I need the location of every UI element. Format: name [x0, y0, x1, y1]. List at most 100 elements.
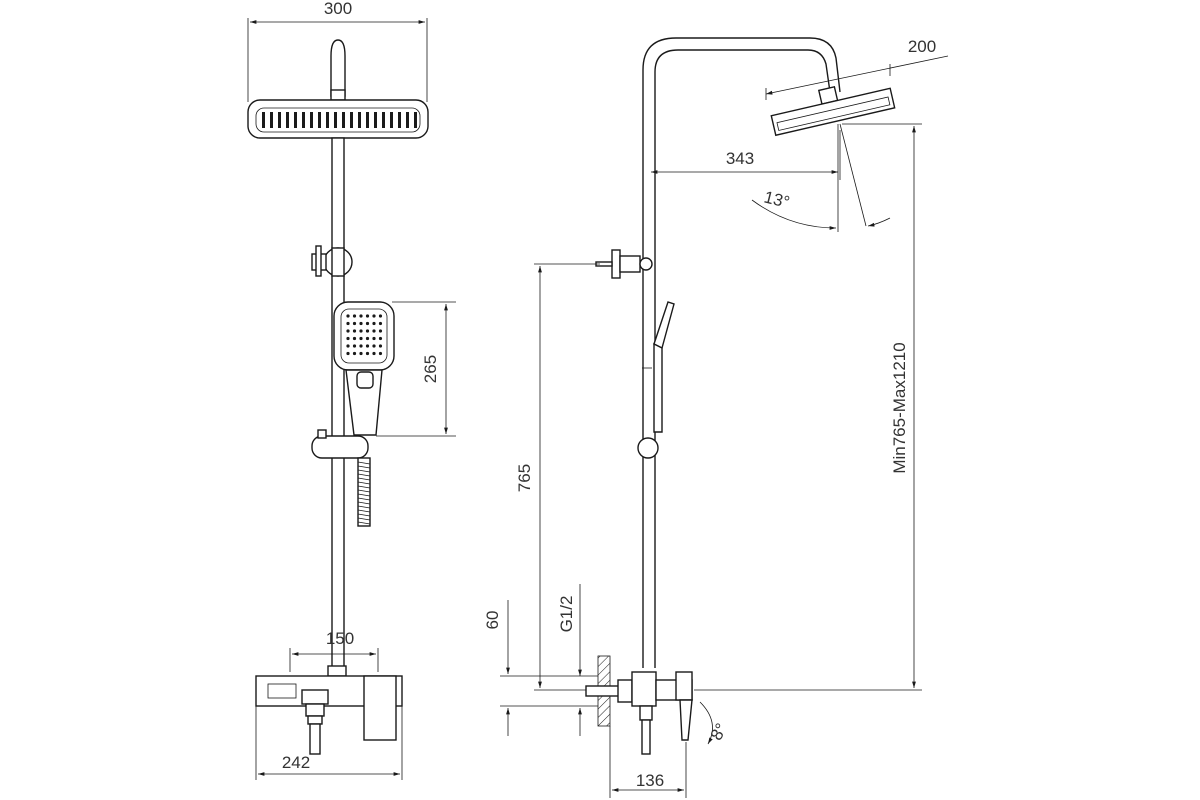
- nozzle: [310, 112, 313, 128]
- front-hand-shower: [333, 301, 395, 436]
- nozzle: [398, 112, 401, 128]
- front-diverter: [311, 245, 353, 277]
- hand-nozzle: [372, 351, 376, 356]
- hand-nozzle: [365, 314, 370, 318]
- side-riser-arch: [642, 37, 841, 668]
- hose-ring: [357, 505, 371, 509]
- hose-ring: [357, 481, 371, 485]
- hose-ring: [357, 477, 371, 481]
- label-mixer-width: 242: [282, 753, 310, 772]
- hand-shower-nozzles: [346, 314, 383, 356]
- nozzle: [262, 112, 265, 128]
- nozzle: [302, 112, 305, 128]
- label-overhead-width: 300: [324, 0, 352, 18]
- hand-nozzle: [365, 329, 370, 333]
- hand-nozzle: [365, 336, 370, 341]
- hand-nozzle: [352, 321, 357, 326]
- hose-ring: [357, 489, 371, 493]
- front-riser-top: [330, 39, 346, 97]
- nozzle: [318, 112, 321, 128]
- nozzle: [294, 112, 297, 128]
- hand-nozzle: [378, 314, 383, 318]
- hand-nozzle: [352, 336, 357, 341]
- dim-hand-shower-height: 265: [376, 301, 456, 437]
- hand-nozzle: [359, 314, 363, 318]
- hand-nozzle: [365, 351, 370, 356]
- front-mixer: [255, 665, 403, 755]
- hose-ring: [357, 473, 371, 477]
- hand-nozzle: [365, 344, 370, 348]
- hose-ring: [357, 513, 371, 517]
- label-side-overhead-width: 200: [908, 37, 936, 56]
- label-thread: G1/2: [557, 596, 576, 633]
- side-overhead-shower-head: [770, 85, 896, 137]
- label-wall-projection: 136: [636, 771, 664, 790]
- dim-mixer-width: 242: [255, 706, 403, 780]
- hand-nozzle: [346, 321, 350, 326]
- dim-spout-width: 150: [289, 629, 379, 672]
- hand-nozzle: [346, 336, 350, 341]
- nozzle: [374, 112, 377, 128]
- hand-nozzle: [372, 329, 376, 333]
- front-slider-holder: [311, 429, 369, 459]
- hose-ring: [357, 461, 371, 465]
- side-mixer: [585, 671, 693, 755]
- hose-ring: [357, 465, 371, 469]
- nozzle: [342, 112, 345, 128]
- dim-tilt-angle: 13°: [751, 123, 891, 232]
- hand-nozzle: [346, 351, 350, 356]
- nozzle: [286, 112, 289, 128]
- hose-ring: [357, 501, 371, 505]
- hand-nozzle: [352, 329, 357, 333]
- hand-nozzle: [352, 314, 357, 318]
- hand-nozzle: [346, 314, 350, 318]
- dim-spout-angle: 8°: [699, 701, 731, 745]
- hand-nozzle: [365, 321, 370, 326]
- nozzle: [382, 112, 385, 128]
- side-hand-shower: [642, 301, 675, 433]
- label-inlet-offset: 60: [483, 611, 502, 630]
- hand-nozzle: [372, 321, 376, 326]
- hand-nozzle: [346, 344, 350, 348]
- hand-nozzle: [378, 351, 383, 356]
- front-overhead-shower-head: [247, 89, 429, 139]
- nozzle: [414, 112, 417, 128]
- dim-wall-projection: 136: [609, 726, 687, 798]
- hand-nozzle: [359, 351, 363, 356]
- nozzle-row: [262, 112, 417, 128]
- front-riser-pipe: [331, 137, 345, 669]
- hand-nozzle: [359, 336, 363, 341]
- nozzle: [406, 112, 409, 128]
- hose-ring: [357, 469, 371, 473]
- side-slider-holder: [637, 437, 659, 459]
- side-diverter: [595, 249, 653, 279]
- hand-nozzle: [378, 329, 383, 333]
- hand-nozzle: [359, 321, 363, 326]
- hose-ring: [357, 517, 371, 521]
- hose-ring: [357, 497, 371, 501]
- nozzle: [270, 112, 273, 128]
- hand-nozzle: [346, 329, 350, 333]
- hose-ring: [357, 509, 371, 513]
- dim-slider-height: 765: [515, 263, 600, 691]
- dim-overhead-width: 300: [247, 0, 428, 102]
- nozzle: [358, 112, 361, 128]
- hose-ring: [357, 521, 371, 525]
- dim-inlet-offset: 60: [483, 600, 598, 736]
- hose-ring: [357, 493, 371, 497]
- hand-nozzle: [359, 329, 363, 333]
- hand-nozzle: [352, 344, 357, 348]
- hand-nozzle: [372, 314, 376, 318]
- label-spout-width: 150: [326, 629, 354, 648]
- nozzle: [350, 112, 353, 128]
- hand-nozzle: [378, 336, 383, 341]
- nozzle: [390, 112, 393, 128]
- dim-arm-reach: 343: [651, 130, 841, 180]
- dim-height-range: Min765-Max1210: [694, 123, 922, 691]
- hand-nozzle: [378, 344, 383, 348]
- hand-nozzle: [372, 344, 376, 348]
- nozzle: [278, 112, 281, 128]
- hand-nozzle: [372, 336, 376, 341]
- front-hose: [357, 457, 371, 527]
